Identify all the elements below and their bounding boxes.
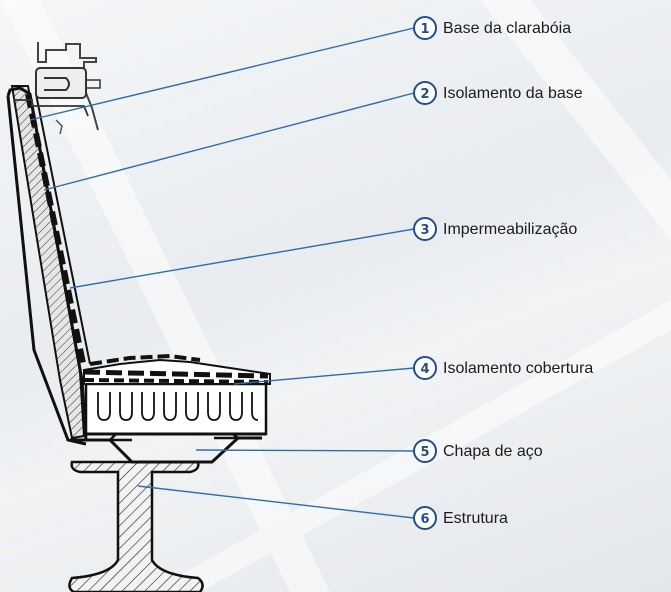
callout-number: 3 <box>420 223 429 238</box>
callout-1: 1 Base da clarabóia <box>413 16 571 40</box>
callout-number: 4 <box>420 362 429 377</box>
roof-insulation <box>84 382 268 436</box>
callout-number-badge <box>413 217 437 241</box>
callout-label: Isolamento da base <box>443 85 583 102</box>
callout-2: 2 Isolamento da base <box>413 81 583 105</box>
callout-label: Isolamento cobertura <box>443 360 593 377</box>
callout-number-badge <box>413 506 437 530</box>
callout-3: 3 Impermeabilização <box>413 217 577 241</box>
callout-number-badge <box>413 356 437 380</box>
leader-line-4 <box>233 367 415 385</box>
callout-number-badge <box>413 16 437 40</box>
callout-label: Chapa de aço <box>443 443 543 460</box>
callout-5: 5 Chapa de aço <box>413 439 543 463</box>
callout-number: 2 <box>420 87 429 102</box>
callout-4: 4 Isolamento cobertura <box>413 356 593 380</box>
leader-line-3 <box>69 228 415 289</box>
callout-label: Base da clarabóia <box>443 20 571 37</box>
leader-line-5 <box>195 449 415 452</box>
callout-number-badge <box>413 439 437 463</box>
skylight-frame-fixture <box>14 42 101 135</box>
callout-label: Impermeabilização <box>443 221 577 238</box>
callout-number: 6 <box>420 512 429 527</box>
callout-number-badge <box>413 81 437 105</box>
callout-label: Estrutura <box>443 510 508 527</box>
leader-lines <box>29 27 415 519</box>
roof-waterproofing <box>83 353 271 385</box>
callout-6: 6 Estrutura <box>413 506 508 530</box>
leader-line-6 <box>137 485 415 519</box>
leader-line-1 <box>29 27 415 121</box>
leader-line-2 <box>43 92 415 191</box>
steel-i-beam <box>68 460 204 592</box>
skylight-base-profile <box>6 86 88 446</box>
callout-number: 1 <box>420 22 429 37</box>
callout-number: 5 <box>420 445 429 460</box>
base-insulation <box>10 85 86 440</box>
wall-waterproofing <box>25 93 91 369</box>
